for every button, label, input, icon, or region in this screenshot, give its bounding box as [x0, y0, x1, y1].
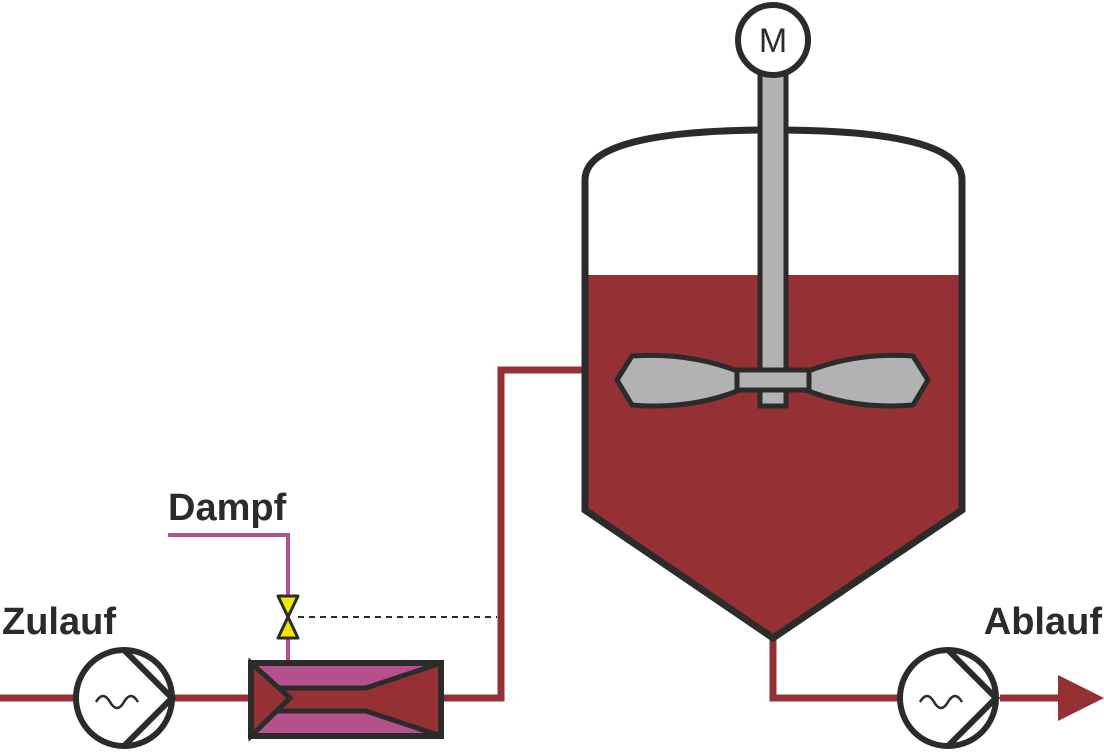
valve-lower-triangle — [276, 615, 300, 640]
impeller-hub — [734, 367, 812, 393]
process-pipes — [0, 366, 1104, 721]
vessel-to-outlet-pump-pipe — [769, 640, 902, 702]
steam-label: Dampf — [168, 487, 287, 529]
pump-direction-mark — [945, 647, 1001, 749]
heat-exchanger-icon — [248, 657, 444, 742]
pump-icon — [897, 647, 999, 749]
motor-circle — [735, 2, 811, 78]
outlet-label: Ablauf — [984, 601, 1103, 643]
steam-line — [168, 533, 290, 665]
impeller-blade-right — [803, 352, 931, 409]
inlet-pump — [73, 647, 177, 749]
heat-exchanger-frame — [248, 660, 444, 739]
vessel-outline — [581, 126, 966, 643]
valve-upper-triangle — [276, 594, 300, 619]
pump-icon — [73, 647, 175, 749]
outlet-pump — [897, 647, 1001, 749]
impeller-blade-left — [614, 352, 743, 409]
valve-icon — [276, 594, 300, 640]
agitator-shaft — [757, 63, 789, 409]
pump-wave-symbol — [918, 694, 964, 710]
inlet-label: Zulauf — [2, 601, 116, 643]
arrow-right-icon — [1058, 675, 1104, 721]
pump-direction-mark — [121, 647, 177, 749]
motor-icon: M — [735, 2, 811, 78]
pump-wave-symbol — [94, 694, 140, 710]
agitator-icon — [614, 63, 931, 409]
exchanger-to-vessel-pipe — [442, 366, 582, 702]
steam-pipe — [168, 533, 290, 665]
motor-label: M — [759, 22, 787, 60]
